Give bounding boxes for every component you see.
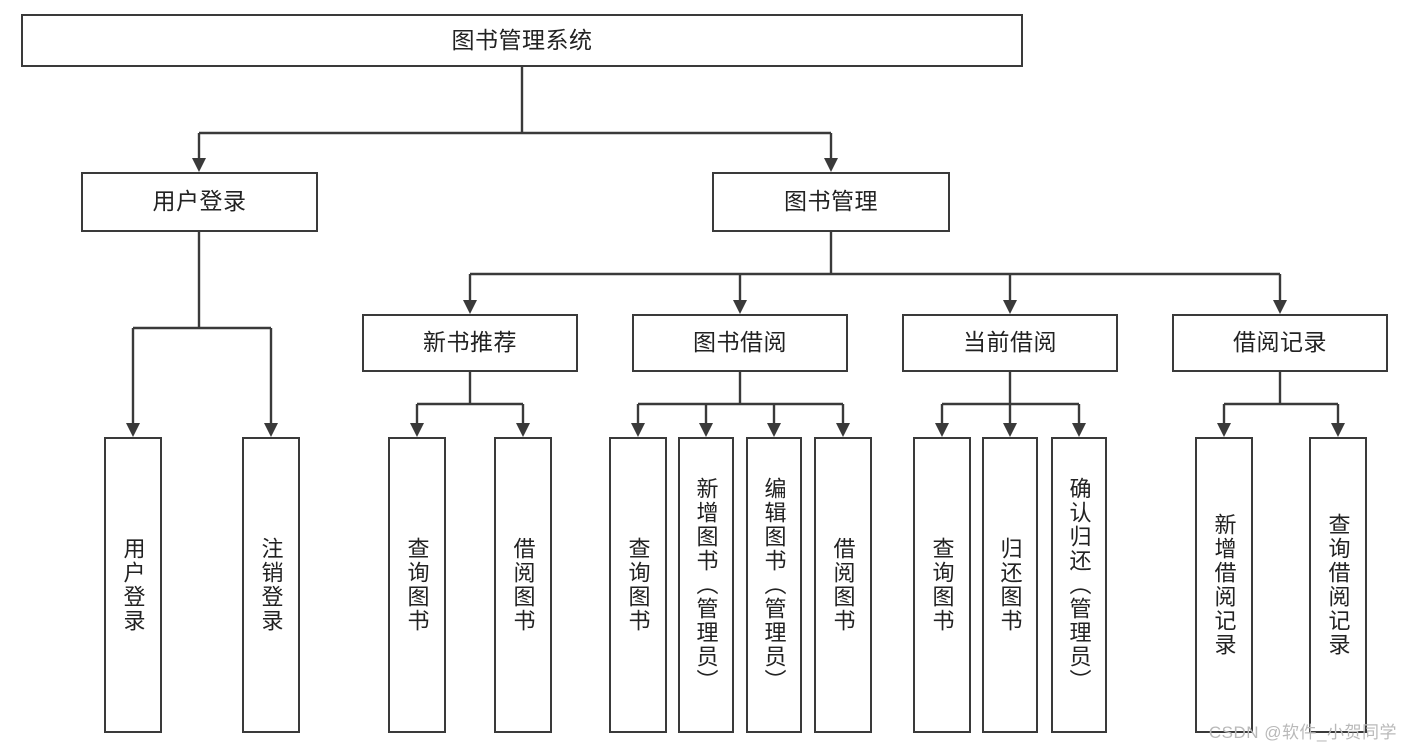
arrowhead-leaf-query-book-1 xyxy=(410,423,424,437)
node-leaf-borrow-book-2-label: 借阅图书 xyxy=(830,537,856,633)
arrowhead-leaf-add-book xyxy=(699,423,713,437)
node-leaf-user-logout-label: 注销登录 xyxy=(258,537,284,633)
node-leaf-return-book[interactable]: 归还图书 xyxy=(982,437,1038,733)
node-borrow-record-label: 借阅记录 xyxy=(1233,329,1327,356)
node-leaf-add-record-label: 新增借阅记录 xyxy=(1211,513,1237,657)
arrowhead-borrow-record xyxy=(1273,300,1287,314)
node-root[interactable]: 图书管理系统 xyxy=(21,14,1023,67)
node-leaf-query-record-label: 查询借阅记录 xyxy=(1325,513,1351,657)
arrowhead-new-book-recommend xyxy=(463,300,477,314)
node-leaf-confirm-return[interactable]: 确认归还（管理员） xyxy=(1051,437,1107,733)
node-leaf-query-book-3[interactable]: 查询图书 xyxy=(913,437,971,733)
arrowhead-book-borrow xyxy=(733,300,747,314)
arrowhead-book-manage xyxy=(824,158,838,172)
node-leaf-user-logout[interactable]: 注销登录 xyxy=(242,437,300,733)
arrowhead-leaf-add-record xyxy=(1217,423,1231,437)
node-leaf-user-login-label: 用户登录 xyxy=(120,537,146,633)
node-leaf-query-book-3-label: 查询图书 xyxy=(929,537,955,633)
node-current-borrow[interactable]: 当前借阅 xyxy=(902,314,1118,372)
arrowhead-leaf-user-logout xyxy=(264,423,278,437)
node-new-book-recommend-label: 新书推荐 xyxy=(423,329,517,356)
node-leaf-borrow-book-1[interactable]: 借阅图书 xyxy=(494,437,552,733)
node-leaf-query-book-1[interactable]: 查询图书 xyxy=(388,437,446,733)
node-root-label: 图书管理系统 xyxy=(451,26,593,53)
node-leaf-add-book[interactable]: 新增图书（管理员） xyxy=(678,437,734,733)
node-book-manage-label: 图书管理 xyxy=(784,188,878,215)
node-leaf-add-book-label: 新增图书（管理员） xyxy=(693,477,719,693)
arrowhead-current-borrow xyxy=(1003,300,1017,314)
node-book-manage[interactable]: 图书管理 xyxy=(712,172,950,232)
node-leaf-query-book-1-label: 查询图书 xyxy=(404,537,430,633)
node-book-borrow[interactable]: 图书借阅 xyxy=(632,314,848,372)
watermark-text: CSDN @软件_小贺同学 xyxy=(1208,723,1397,742)
node-leaf-confirm-return-label: 确认归还（管理员） xyxy=(1066,477,1092,693)
arrowhead-leaf-query-book-3 xyxy=(935,423,949,437)
arrowhead-leaf-query-book-2 xyxy=(631,423,645,437)
node-user-login[interactable]: 用户登录 xyxy=(81,172,318,232)
node-book-borrow-label: 图书借阅 xyxy=(693,329,787,356)
node-leaf-return-book-label: 归还图书 xyxy=(997,537,1023,633)
arrowhead-leaf-edit-book xyxy=(767,423,781,437)
arrowhead-leaf-query-record xyxy=(1331,423,1345,437)
node-leaf-query-book-2-label: 查询图书 xyxy=(625,537,651,633)
arrowhead-leaf-return-book xyxy=(1003,423,1017,437)
arrowhead-user-login xyxy=(192,158,206,172)
arrowhead-leaf-user-login xyxy=(126,423,140,437)
node-leaf-borrow-book-2[interactable]: 借阅图书 xyxy=(814,437,872,733)
node-leaf-add-record[interactable]: 新增借阅记录 xyxy=(1195,437,1253,733)
node-leaf-edit-book[interactable]: 编辑图书（管理员） xyxy=(746,437,802,733)
node-current-borrow-label: 当前借阅 xyxy=(963,329,1057,356)
node-leaf-user-login[interactable]: 用户登录 xyxy=(104,437,162,733)
node-leaf-query-book-2[interactable]: 查询图书 xyxy=(609,437,667,733)
node-user-login-label: 用户登录 xyxy=(152,188,247,215)
arrowhead-leaf-confirm-return xyxy=(1072,423,1086,437)
node-borrow-record[interactable]: 借阅记录 xyxy=(1172,314,1388,372)
node-leaf-edit-book-label: 编辑图书（管理员） xyxy=(761,477,787,693)
node-leaf-borrow-book-1-label: 借阅图书 xyxy=(510,537,536,633)
arrowhead-leaf-borrow-book-2 xyxy=(836,423,850,437)
node-leaf-query-record[interactable]: 查询借阅记录 xyxy=(1309,437,1367,733)
node-new-book-recommend[interactable]: 新书推荐 xyxy=(362,314,578,372)
arrowhead-leaf-borrow-book-1 xyxy=(516,423,530,437)
